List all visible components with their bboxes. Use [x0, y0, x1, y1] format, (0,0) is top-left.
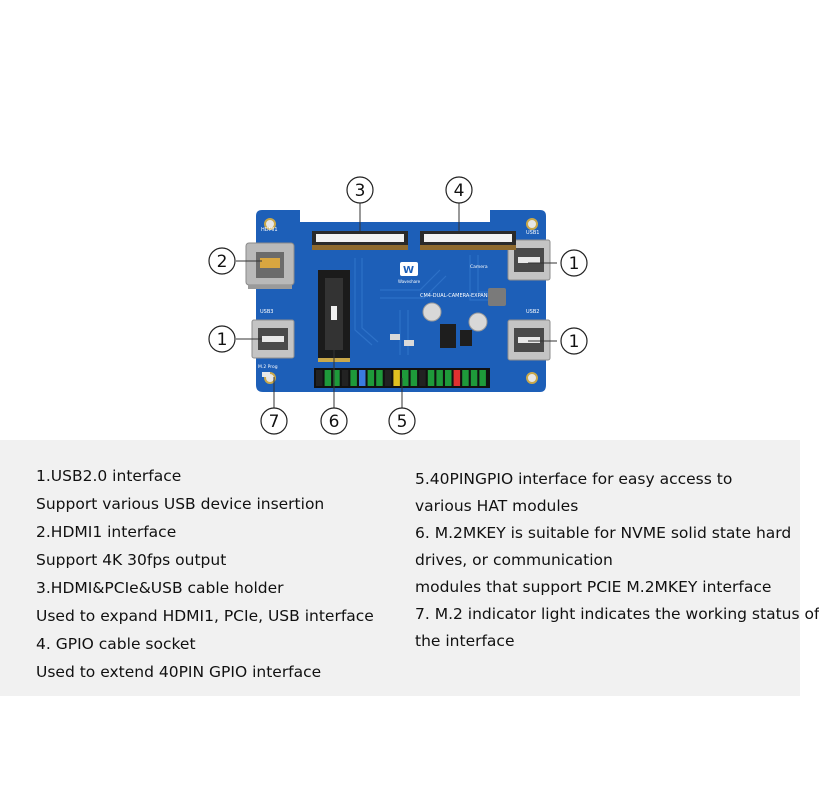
fpc-connector-left — [312, 231, 408, 250]
gpio-pin-block — [479, 370, 486, 386]
ic-chip-2 — [460, 330, 472, 346]
brand-label: Waveshare — [398, 279, 421, 284]
usb2-silk-label: USB2 — [526, 309, 539, 315]
callout-2: 2 — [217, 252, 228, 272]
gpio-pin-block — [384, 370, 392, 386]
usb-connector-right-top — [507, 239, 551, 281]
hdmi-connector — [245, 242, 295, 289]
board-silk-title: CM4-DUAL-CAMERA-EXPAND — [420, 293, 491, 299]
board-figure: HDMI1 USB3 USB1 USB2 W — [208, 176, 588, 435]
desc-hdmi-title: 2.HDMI1 interface — [36, 523, 177, 541]
usb1-silk-label: USB1 — [526, 230, 539, 236]
description-panel: 1.USB2.0 interface Support various USB d… — [0, 440, 819, 696]
desc-usb-title: 1.USB2.0 interface — [36, 467, 182, 485]
waveshare-logo: W — [400, 262, 418, 276]
capacitor-1 — [422, 302, 442, 322]
ic-chip-1 — [440, 324, 456, 348]
m2-silk-label: M.2 Prog — [258, 364, 278, 370]
svg-text:W: W — [403, 265, 414, 276]
description-column-left: 1.USB2.0 interface Support various USB d… — [36, 462, 396, 686]
gpio-pin-block — [410, 370, 418, 386]
callout-3: 3 — [355, 181, 366, 201]
inductor — [488, 288, 506, 306]
desc-indicator-line1: 7. M.2 indicator light indicates the wor… — [415, 605, 819, 623]
callout-1-right-bottom: 1 — [569, 332, 580, 352]
gpio-pin-block — [367, 370, 375, 386]
m2-socket — [318, 270, 350, 362]
callout-5: 5 — [397, 412, 408, 432]
desc-cable-holder-detail: Used to expand HDMI1, PCIe, USB interfac… — [36, 607, 374, 625]
board-illustration: HDMI1 USB3 USB1 USB2 W — [208, 176, 588, 435]
usb3-silk-label: USB3 — [260, 309, 273, 315]
desc-m2-line3: modules that support PCIE M.2MKEY interf… — [415, 578, 772, 596]
gpio-pin-block — [445, 370, 452, 386]
gpio-pin-block — [341, 370, 349, 386]
description-column-right: 5.40PINGPIO interface for easy access to… — [415, 466, 819, 655]
hdmi-silk-label: HDMI1 — [261, 227, 278, 233]
desc-m2-line2: drives, or communication — [415, 551, 613, 569]
m2-indicator-led — [262, 372, 270, 377]
desc-gpio-header-line2: various HAT modules — [415, 497, 579, 515]
callout-1-right-top: 1 — [569, 254, 580, 274]
desc-gpio-header-line1: 5.40PINGPIO interface for easy access to — [415, 470, 733, 488]
gpio-pin-block — [419, 370, 426, 386]
desc-usb-detail: Support various USB device insertion — [36, 495, 325, 513]
desc-indicator-line2: the interface — [415, 632, 515, 650]
gpio-pin-block — [324, 370, 332, 386]
usb-connector-right-bottom — [507, 319, 551, 361]
gpio-pin-block — [333, 370, 340, 386]
desc-gpio-socket-detail: Used to extend 40PIN GPIO interface — [36, 663, 322, 681]
callout-6: 6 — [329, 412, 340, 432]
gpio-pin-block — [376, 370, 383, 386]
gpio-header — [314, 368, 490, 388]
gpio-pin-block — [436, 370, 443, 386]
gpio-pin-block — [350, 370, 357, 386]
gpio-pin-block — [359, 370, 366, 386]
fpc-connector-right — [420, 231, 516, 250]
desc-cable-holder-title: 3.HDMI&PCIe&USB cable holder — [36, 579, 284, 597]
capacitor-2 — [468, 312, 488, 332]
callout-1-left: 1 — [217, 330, 228, 350]
gpio-pin-block — [470, 370, 478, 386]
gpio-pin-block — [393, 370, 400, 386]
gpio-pin-block — [316, 370, 323, 386]
camera-silk-label: Camera — [470, 264, 488, 270]
gpio-pin-block — [453, 370, 461, 386]
gpio-pin-block — [427, 370, 435, 386]
desc-hdmi-detail: Support 4K 30fps output — [36, 551, 227, 569]
callout-7: 7 — [269, 412, 280, 432]
gpio-pin-block — [462, 370, 469, 386]
callout-4: 4 — [454, 181, 465, 201]
desc-m2-line1: 6. M.2MKEY is suitable for NVME solid st… — [415, 524, 792, 542]
desc-gpio-socket-title: 4. GPIO cable socket — [36, 635, 196, 653]
gpio-pin-block — [402, 370, 409, 386]
usb-connector-left — [251, 319, 295, 359]
